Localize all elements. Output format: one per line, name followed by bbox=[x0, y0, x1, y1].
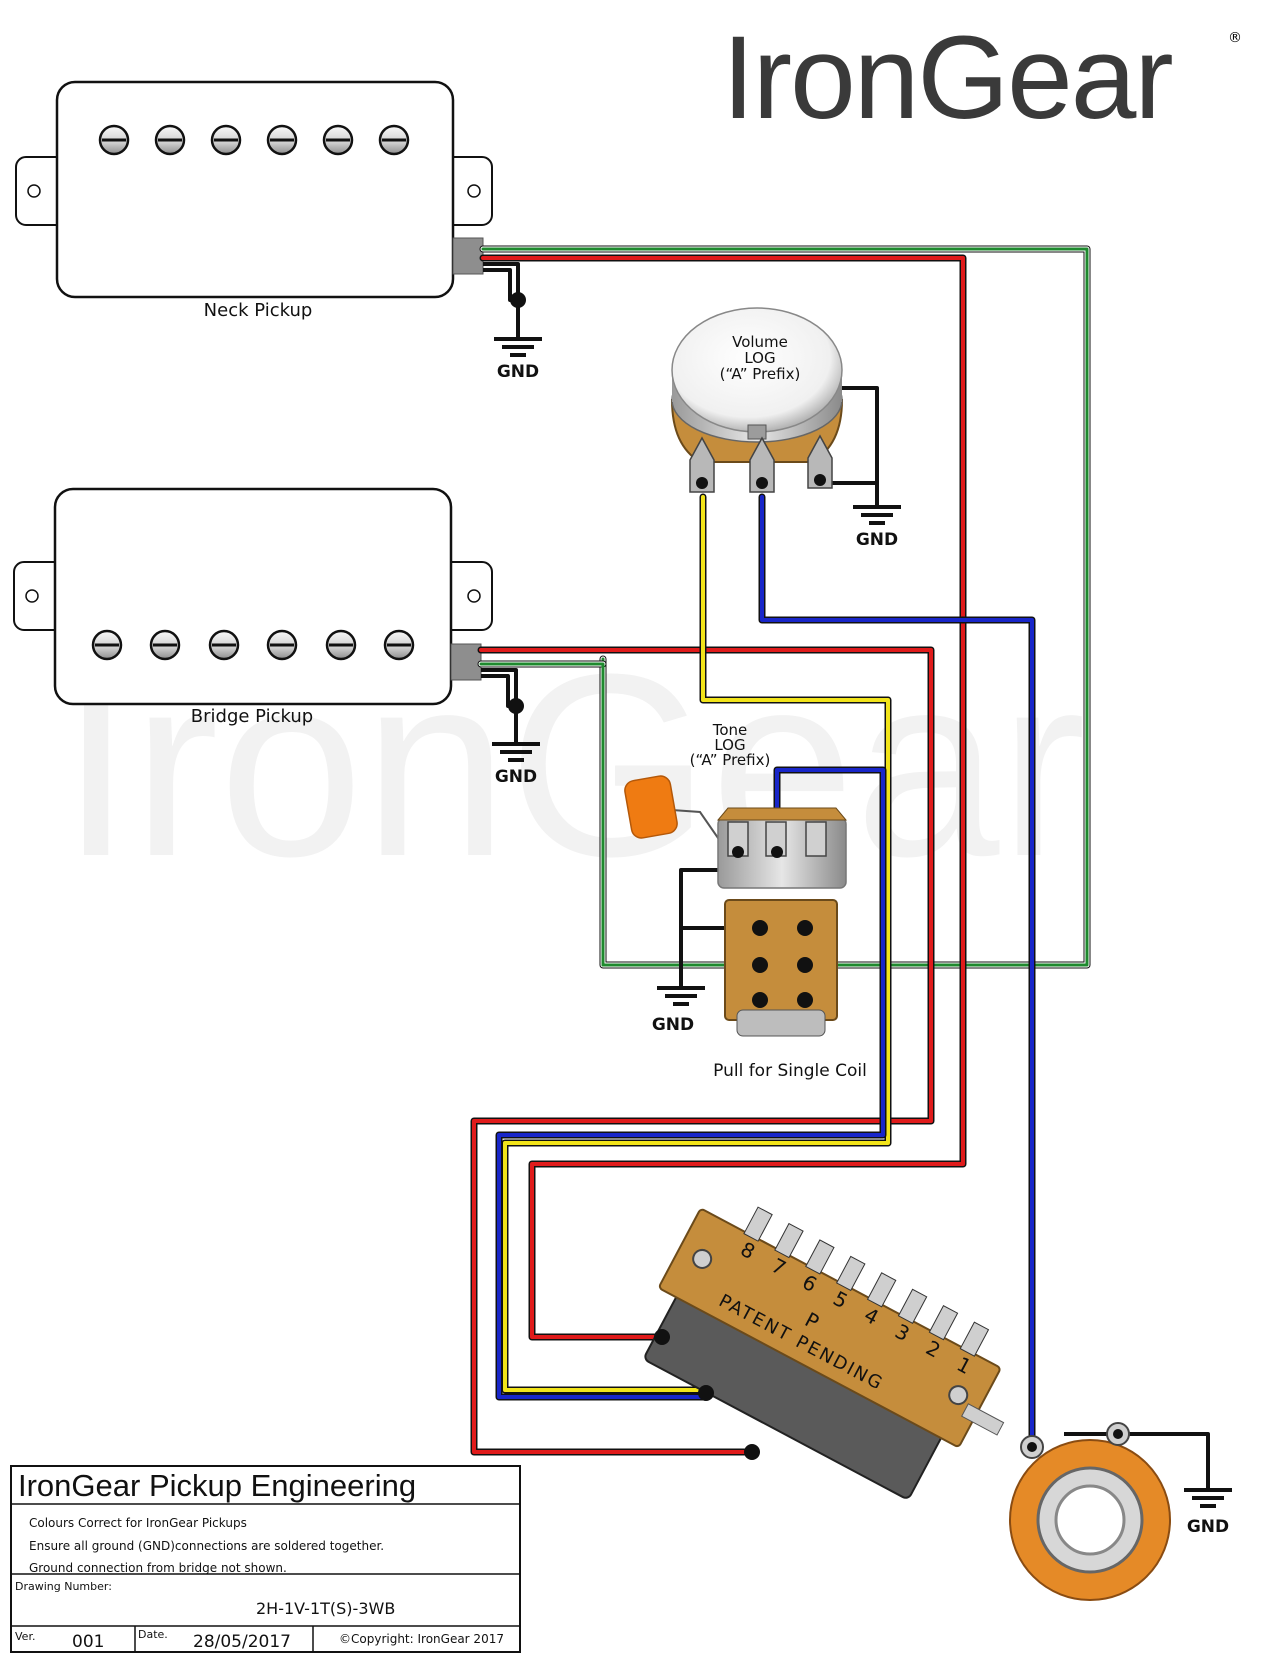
tone-pot-board bbox=[716, 807, 848, 821]
bridge-ground-junction bbox=[508, 698, 524, 714]
ground-symbol bbox=[1184, 1488, 1232, 1508]
tone-prefix: (“A” Prefix) bbox=[690, 751, 771, 769]
neck-ground-junction bbox=[510, 292, 526, 308]
ground-symbol bbox=[853, 505, 901, 525]
ground-symbol bbox=[657, 986, 705, 1006]
bridge-pickup-label: Bridge Pickup bbox=[191, 706, 313, 727]
volume-prefix: (“A” Prefix) bbox=[720, 365, 801, 383]
bridge-pickup-cover bbox=[53, 487, 453, 706]
version-label: Ver. bbox=[15, 1630, 35, 1643]
bridge-mount-hole-left bbox=[25, 589, 39, 603]
tone-ground-wire bbox=[679, 868, 728, 988]
title-block-note: Ground connection from bridge not shown. bbox=[29, 1561, 287, 1575]
brand-logo: IronGear bbox=[722, 12, 1172, 144]
push-pull-switch-lugs bbox=[752, 920, 813, 1008]
volume-label: Volume bbox=[732, 333, 788, 351]
ground-symbols bbox=[492, 337, 1232, 1508]
wire-blue-tone bbox=[497, 768, 885, 1399]
gnd-label-volume: GND bbox=[856, 530, 898, 550]
neck-pickup-cover bbox=[55, 80, 455, 299]
title-block-frame bbox=[10, 1465, 521, 1653]
push-pull-label: Pull for Single Coil bbox=[713, 1061, 867, 1081]
title-block-company: IronGear Pickup Engineering bbox=[18, 1468, 416, 1503]
bridge-ground-wire bbox=[481, 668, 518, 706]
neck-pickup-label: Neck Pickup bbox=[204, 300, 313, 321]
title-block-note: Ensure all ground (GND)connections are s… bbox=[29, 1539, 384, 1553]
switch-lever bbox=[961, 1403, 1005, 1436]
title-block-note: Colours Correct for IronGear Pickups bbox=[29, 1516, 247, 1530]
gnd-label-neck: GND bbox=[497, 362, 539, 382]
wire-bridge-green bbox=[479, 662, 605, 967]
jack-hole bbox=[1054, 1484, 1126, 1556]
volume-taper: LOG bbox=[744, 349, 775, 367]
neck-mount-hole-right bbox=[467, 184, 481, 198]
ground-symbol bbox=[492, 742, 540, 762]
date-label: Date. bbox=[138, 1628, 168, 1641]
bridge-pickup: Bridge Pickup bbox=[13, 487, 493, 727]
bridge-pole-pieces bbox=[91, 629, 415, 661]
tone-taper: LOG bbox=[714, 736, 745, 754]
copyright: ©Copyright: IronGear 2017 bbox=[339, 1632, 504, 1646]
switch-lugs bbox=[743, 1206, 990, 1357]
version: 001 bbox=[72, 1632, 104, 1652]
neck-ground-wire bbox=[483, 262, 520, 300]
title-block: IronGear Pickup Engineering Colours Corr… bbox=[10, 1465, 521, 1653]
gnd-label-bridge: GND bbox=[495, 767, 537, 787]
bridge-mount-hole-right bbox=[467, 589, 481, 603]
drawing-number: 2H-1V-1T(S)-3WB bbox=[256, 1599, 395, 1618]
switch-screw-right bbox=[948, 1385, 969, 1406]
volume-pot: Volume LOG (“A” Prefix) bbox=[670, 307, 844, 493]
bridge-cable-exit bbox=[450, 643, 482, 681]
volume-pot-lugs bbox=[689, 434, 833, 493]
tone-pot: Tone LOG (“A” Prefix) Pull for Single bbox=[624, 721, 867, 1081]
wires bbox=[470, 245, 1091, 1456]
volume-ground-wire bbox=[829, 386, 879, 507]
date: 28/05/2017 bbox=[193, 1632, 291, 1652]
gnd-label-jack: GND bbox=[1187, 1517, 1229, 1537]
three-way-switch: 8 7 6 5 4 3 2 1 P PATENT PENDING bbox=[644, 1206, 1005, 1499]
wire-neck-red bbox=[481, 256, 965, 1339]
switch-screw-left bbox=[692, 1248, 713, 1269]
drawing-number-label: Drawing Number: bbox=[15, 1580, 112, 1593]
neck-pole-pieces bbox=[98, 124, 410, 156]
output-jack bbox=[1009, 1422, 1171, 1601]
wire-blue-output bbox=[760, 495, 1034, 1446]
push-pull-switch-board bbox=[724, 899, 838, 1021]
push-pull-shaft bbox=[736, 1009, 826, 1037]
ground-symbol bbox=[494, 337, 542, 357]
gnd-label-tone: GND bbox=[652, 1015, 694, 1035]
switch-solder-points bbox=[654, 1329, 760, 1460]
volume-pot-tab bbox=[747, 424, 767, 440]
neck-cable-exit bbox=[452, 237, 484, 275]
registered-mark: ® bbox=[1228, 30, 1242, 46]
wire-yellow bbox=[503, 495, 890, 1392]
tone-pot-lugs bbox=[727, 821, 827, 858]
neck-pickup: Neck Pickup bbox=[15, 80, 493, 321]
neck-mount-hole-left bbox=[27, 184, 41, 198]
wire-bridge-red bbox=[472, 648, 933, 1454]
tone-label: Tone bbox=[712, 721, 748, 739]
